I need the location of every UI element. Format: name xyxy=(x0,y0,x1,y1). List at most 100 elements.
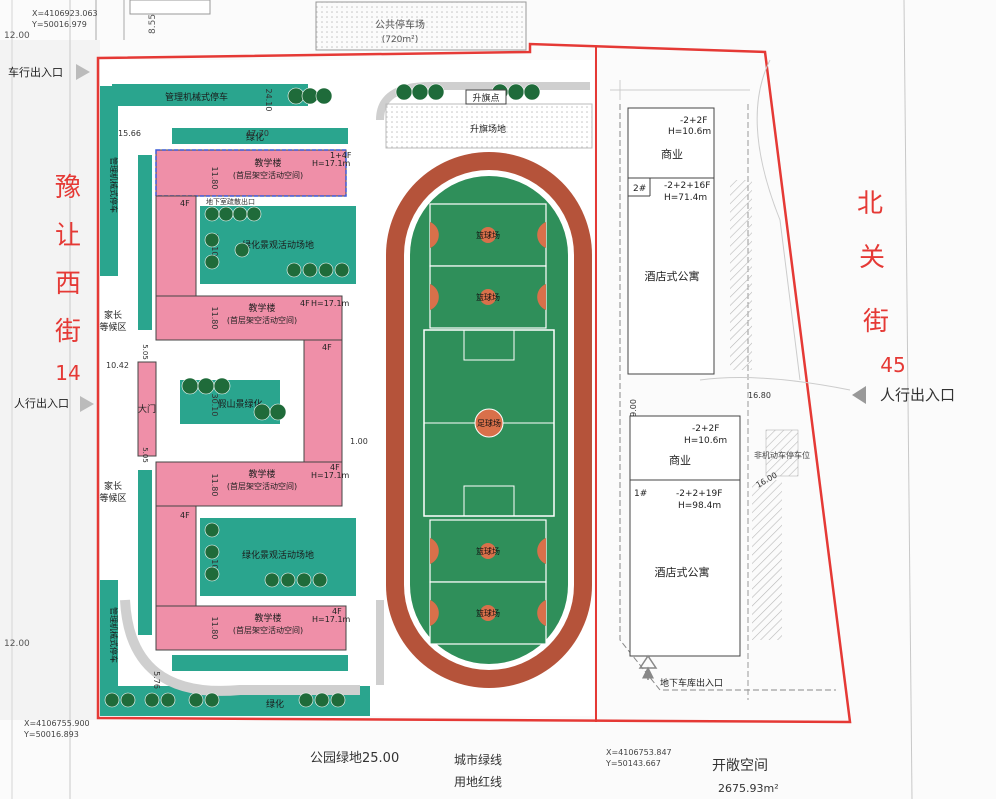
main-gate xyxy=(137,361,157,457)
teaching-2-floors: 4F xyxy=(300,299,310,308)
dim-2410: 24.10 xyxy=(264,89,273,112)
commercial-top-height: H=10.6m xyxy=(668,127,711,137)
street-east-2: 关 xyxy=(859,243,885,273)
teaching-3-sub: (首层架空活动空间) xyxy=(227,481,297,491)
parent-area-2-line1: 家长 xyxy=(104,480,122,492)
bike-parking xyxy=(765,429,799,477)
parent-area-1-line1: 家长 xyxy=(104,309,122,321)
dim-4770: 47.70 xyxy=(246,129,269,138)
teaching-1-title: 教学楼 xyxy=(254,157,281,169)
main-gate-label: 大门 xyxy=(138,403,156,415)
commercial-bottom xyxy=(629,415,741,481)
ped-entrance-right-label: 人行出入口 xyxy=(880,386,955,404)
commercial-bottom-floors: -2+2F xyxy=(692,424,719,434)
teaching-3-title: 教学楼 xyxy=(248,468,275,480)
building-2-floors: -2+2+16F xyxy=(664,181,710,191)
dim-1566: 15.66 xyxy=(118,129,141,138)
greening-top-label: 绿化 xyxy=(246,131,264,143)
teaching-2-title: 教学楼 xyxy=(248,302,275,314)
apartment-bottom-label: 酒店式公寓 xyxy=(655,565,710,579)
bike-parking-label: 非机动车停车位 xyxy=(754,450,810,460)
street-east-1: 北 xyxy=(857,189,883,219)
building-1-id: 1# xyxy=(634,489,647,499)
dim-576: 5.76 xyxy=(152,671,161,689)
land-red-line-label: 用地红线 xyxy=(454,774,502,789)
dim-100: 1.00 xyxy=(350,437,368,446)
teaching-1-floors: 1+4F xyxy=(330,151,352,160)
flag-point-label: 升旗点 xyxy=(472,92,499,104)
street-west-num: 14 xyxy=(55,361,80,385)
dim-left-top: 12.00 xyxy=(4,31,30,41)
dim-1180-c: 11.80 xyxy=(210,474,219,497)
top-green-strip xyxy=(112,84,308,106)
football-label: 足球场 xyxy=(477,418,501,428)
building-2-height: H=71.4m xyxy=(664,193,707,203)
dim-1680: 16.80 xyxy=(748,391,771,400)
flag-area-label: 升旗场地 xyxy=(470,123,506,135)
building-2 xyxy=(627,177,715,375)
teaching-2-sub: (首层架空活动空间) xyxy=(227,315,297,325)
left-green-strip-lower-label: 管理机械式停车 xyxy=(109,607,119,663)
dim-1042: 10.42 xyxy=(106,361,129,370)
floor-4f-c: 4F xyxy=(180,511,190,520)
street-west-1: 豫 xyxy=(55,173,81,203)
greening-bottom-label: 绿化 xyxy=(266,698,284,710)
coord-bottom-right-y: Y=50143.667 xyxy=(605,759,661,768)
dim-1180-d: 11.80 xyxy=(210,617,219,640)
teaching-building-2 xyxy=(155,295,343,341)
teaching-4-floors: 4F xyxy=(332,607,342,616)
basketball-courts xyxy=(429,203,547,645)
teaching-4-height: H=17.1m xyxy=(312,615,351,624)
teaching-3-floors: 4F xyxy=(330,463,340,472)
street-east-num: 45 xyxy=(880,353,905,377)
top-green-strip-label: 管理机械式停车 xyxy=(165,91,228,103)
basketball-label-4: 篮球场 xyxy=(476,608,500,618)
spine-upper xyxy=(155,195,197,297)
teaching-4-sub: (首层架空活动空间) xyxy=(233,625,303,635)
car-entrance-left: 车行出入口 xyxy=(8,64,90,80)
parent-area-1-line2: 等候区 xyxy=(99,321,126,333)
flag-point xyxy=(465,89,507,105)
public-parking-area: (720m²) xyxy=(382,35,419,45)
park-green-label: 公园绿地25.00 xyxy=(310,751,399,766)
dim-505-b: 5.05 xyxy=(141,447,149,463)
building-1 xyxy=(629,479,741,657)
underground-exit-note: 地下室疏散出口 xyxy=(206,197,255,206)
basketball-label-1: 篮球场 xyxy=(476,230,500,240)
courtyard-2-label: 绿化景观活动场地 xyxy=(242,549,314,561)
teaching-3-height: H=17.1m xyxy=(311,471,350,480)
dim-1180-a: 11.80 xyxy=(210,167,219,190)
open-space-label: 开敞空间 xyxy=(712,758,768,774)
coord-top-left-x: X=4106923.063 xyxy=(32,9,98,18)
street-west-2: 让 xyxy=(55,221,81,251)
teaching-4-title: 教学楼 xyxy=(254,612,281,624)
dim-top-setback: 8.55 xyxy=(148,14,158,34)
connector-right xyxy=(303,339,343,465)
teaching-building-1 xyxy=(155,149,347,197)
public-parking-label: 公共停车场 xyxy=(375,18,425,31)
parent-area-2-line2: 等候区 xyxy=(99,492,126,504)
dim-3010: 30.10 xyxy=(210,394,219,417)
coord-bottom-left-y: Y=50016.893 xyxy=(23,730,79,739)
dim-1180-b: 11.80 xyxy=(210,307,219,330)
floor-4f-b: 4F xyxy=(322,343,332,352)
property-boundary xyxy=(96,42,852,724)
teaching-building-4 xyxy=(155,605,347,651)
floor-4f-a: 4F xyxy=(180,199,190,208)
teaching-1-height: H=17.1m xyxy=(312,159,351,168)
dim-505-a: 5.05 xyxy=(141,344,149,360)
courtyard-1-label: 绿化景观活动场地 xyxy=(242,239,314,251)
building-1-floors: -2+2+19F xyxy=(676,489,722,499)
coord-bottom-left-x: X=4106755.900 xyxy=(24,719,90,728)
left-green-strip-lower xyxy=(100,580,118,690)
teaching-building-3 xyxy=(155,461,343,507)
commercial-top-floors: -2+2F xyxy=(680,116,707,126)
dim-900: 9.00 xyxy=(629,399,638,417)
coord-bottom-right-x: X=4106753.847 xyxy=(606,748,672,757)
flag-area xyxy=(385,103,593,149)
street-east-3: 街 xyxy=(863,307,889,337)
public-parking xyxy=(315,1,527,51)
spine-lower xyxy=(155,505,197,607)
commercial-top-label: 商业 xyxy=(661,147,683,161)
